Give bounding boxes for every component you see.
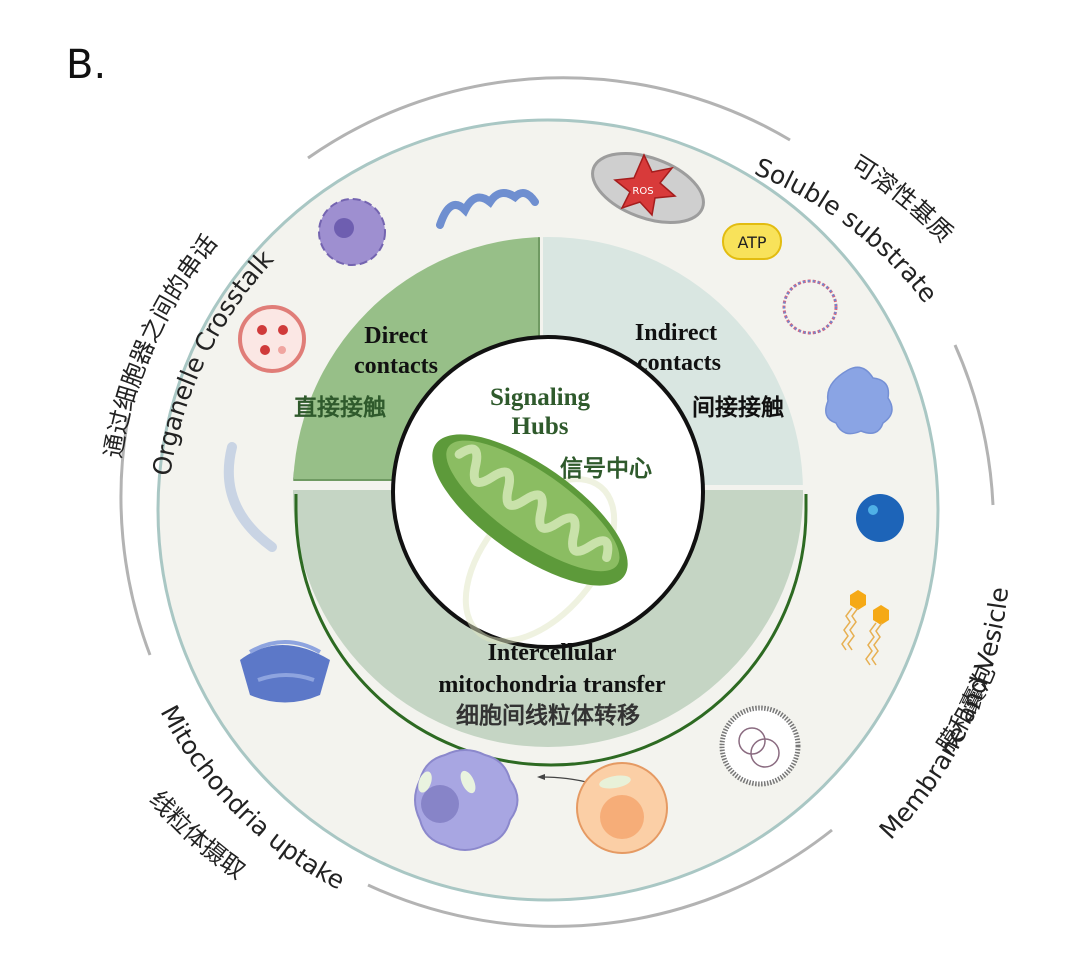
indirect-contacts-line1: Indirect — [635, 320, 717, 346]
transfer-line2: mitochondria transfer — [438, 672, 666, 698]
ros-label: ROS — [632, 186, 653, 197]
recipient-cell-icon — [414, 749, 519, 851]
membrane-fragment-icon — [223, 442, 277, 552]
mitochondrion-icon — [432, 434, 628, 586]
transfer-border — [294, 494, 808, 767]
indirect-contacts-cn: 间接接触 — [692, 394, 784, 421]
transfer-line1: Intercellular — [488, 640, 617, 666]
direct-contacts-line1: Direct — [364, 323, 428, 349]
donor-cell-icon — [576, 762, 668, 854]
signaling-hubs-line2: Hubs — [512, 413, 569, 440]
vesicle-icon — [719, 705, 801, 787]
protein-blob-icon — [825, 366, 893, 435]
blue-sphere-icon — [856, 494, 904, 542]
atp-label: ATP — [737, 233, 766, 252]
signaling-hubs-cn: 信号中心 — [560, 455, 652, 482]
direct-contacts-line2: contacts — [354, 353, 438, 379]
er-ribbon-icon — [436, 189, 539, 229]
outer-arc-segments — [119, 76, 995, 928]
atp-icon: ATP — [722, 223, 782, 260]
outer-arc-left — [119, 417, 152, 656]
golgi-icon — [240, 640, 330, 703]
outer-arc-bottom — [367, 828, 833, 928]
transfer-cn: 细胞间线粒体转移 — [456, 702, 640, 729]
phospholipid-icon — [841, 590, 889, 666]
direct-contacts-cn: 直接接触 — [294, 394, 386, 421]
transfer-arrowhead — [537, 774, 545, 780]
indirect-contacts-line2: contacts — [637, 350, 721, 376]
nucleus-cell-icon — [318, 198, 386, 266]
panel-label: B. — [66, 42, 107, 88]
outer-arc-right — [953, 344, 995, 506]
lysosome-icon — [238, 305, 306, 373]
outer-arc-top — [307, 76, 791, 160]
plasmid-dna-strand — [783, 280, 837, 334]
ros-mitochondrion-icon: ROS — [591, 152, 705, 224]
signaling-hubs-line1: Signaling — [490, 384, 591, 411]
